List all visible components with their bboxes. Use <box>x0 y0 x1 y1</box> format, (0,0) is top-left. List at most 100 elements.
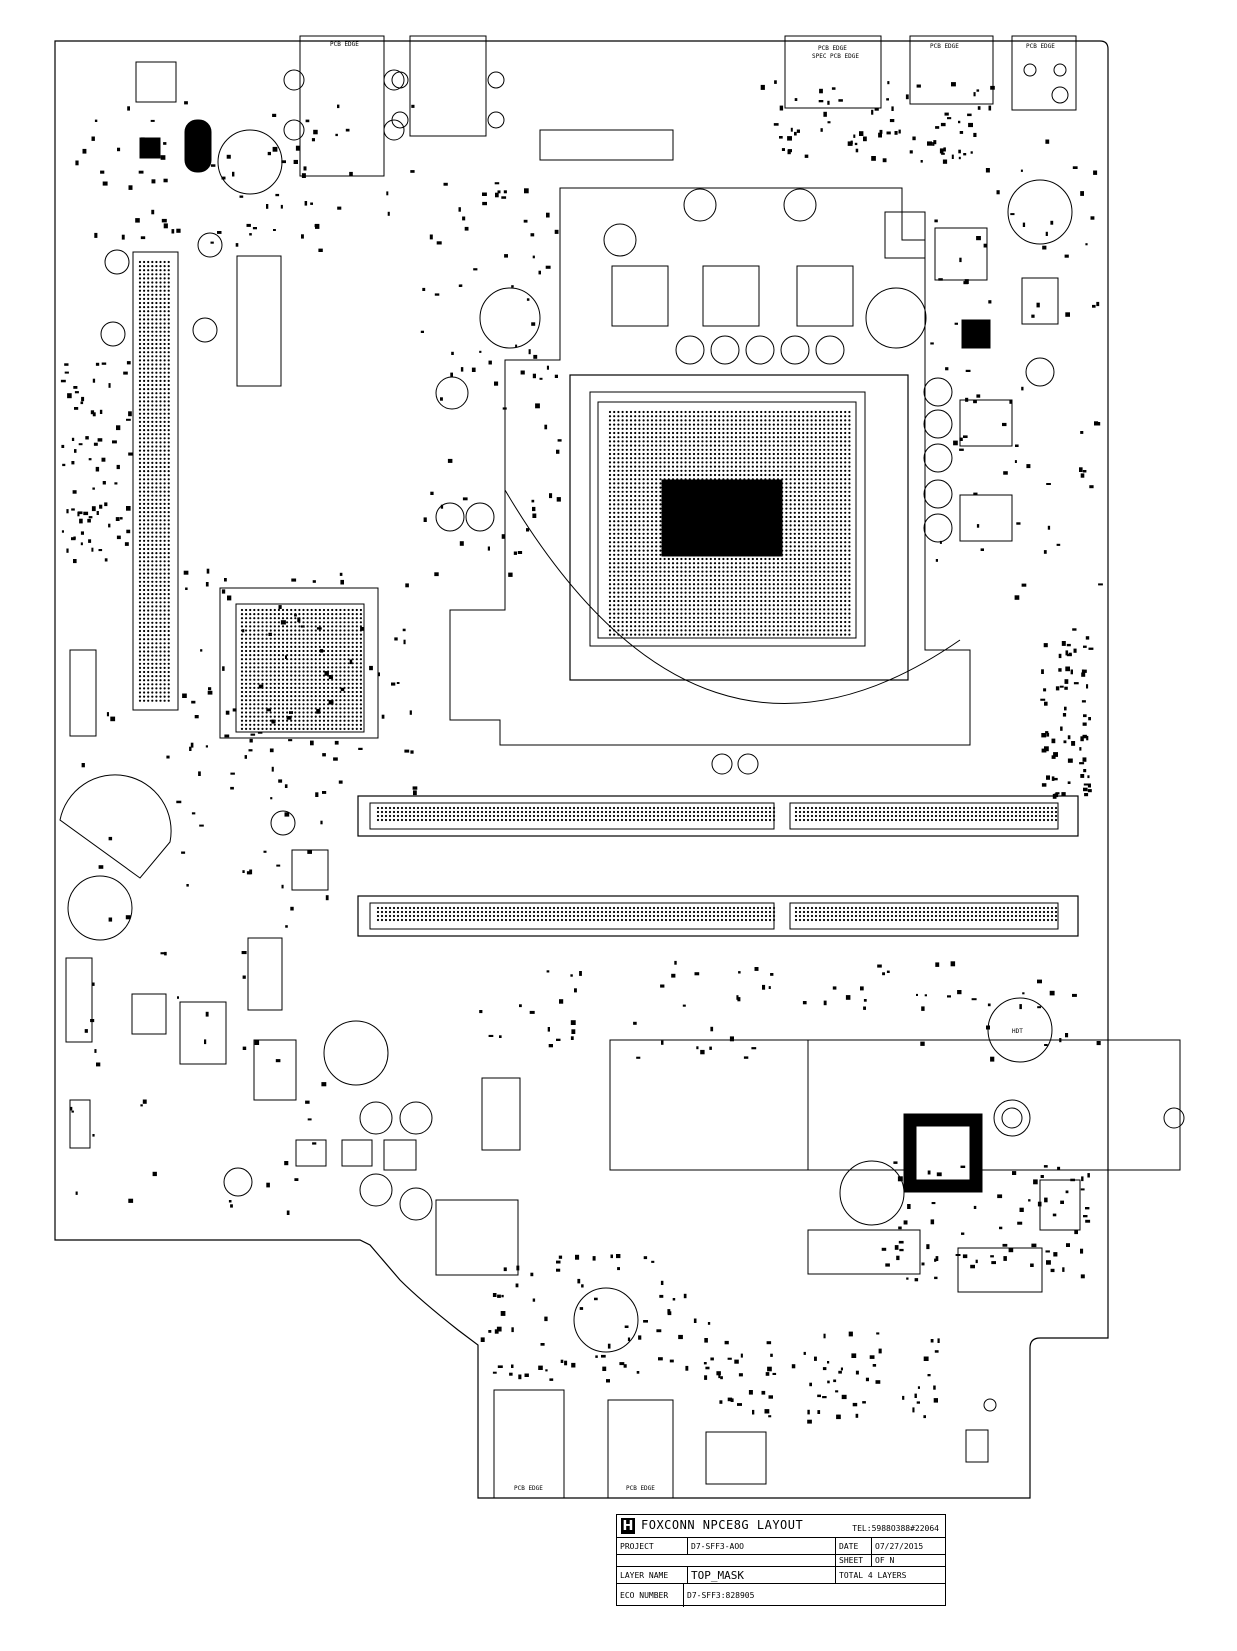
socket-pin <box>734 499 738 502</box>
socket-pin <box>739 431 742 435</box>
socket-pin <box>684 520 687 523</box>
bga-ball <box>249 617 252 620</box>
bga-ball <box>249 662 252 665</box>
smd-pad <box>447 458 453 463</box>
socket-pin <box>692 612 696 615</box>
socket-pin <box>810 511 813 514</box>
socket-pin <box>806 595 809 598</box>
mount-hole-7 <box>573 1287 639 1353</box>
socket-pin <box>621 578 624 582</box>
socket-pin <box>638 532 641 535</box>
bga-ball <box>261 629 264 632</box>
socket-pin <box>629 486 633 489</box>
socket-pin <box>650 541 654 544</box>
socket-pin <box>772 452 775 456</box>
socket-pin <box>718 431 721 435</box>
bga-ball <box>318 629 321 632</box>
socket-pin <box>722 448 725 451</box>
socket-pin <box>764 608 767 611</box>
socket-pin <box>789 461 792 464</box>
socket-pin <box>785 591 788 594</box>
socket-pin <box>789 566 792 569</box>
bga-ball <box>318 695 321 698</box>
bga-ball <box>306 719 309 722</box>
socket-pin <box>743 541 746 544</box>
bga-ball <box>281 727 285 731</box>
socket-pin <box>692 448 696 451</box>
bga-ball <box>277 682 280 685</box>
smd-pad <box>128 411 132 417</box>
socket-pin <box>734 629 738 632</box>
bga-ball <box>261 686 264 690</box>
socket-pin <box>705 620 708 624</box>
smd-pad <box>349 659 353 665</box>
bga-ball <box>281 686 285 690</box>
socket-pin <box>751 536 754 540</box>
socket-pin <box>659 612 662 615</box>
socket-pin <box>797 511 801 514</box>
smd-pad <box>307 849 312 854</box>
socket-pin <box>747 566 750 569</box>
socket-pin <box>806 436 809 439</box>
socket-pin <box>848 410 851 414</box>
socket-pin <box>831 545 834 548</box>
socket-pin <box>655 629 658 632</box>
socket-pin <box>814 507 817 510</box>
socket-pin <box>680 549 683 552</box>
socket-pin <box>802 461 805 464</box>
socket-pin <box>848 612 851 615</box>
smd-pad <box>973 399 977 404</box>
socket-pin <box>776 536 780 540</box>
socket-pin <box>663 595 666 598</box>
bga-ball <box>286 666 289 669</box>
socket-pin <box>739 591 742 594</box>
smd-pad <box>413 790 417 796</box>
socket-pin <box>646 570 649 573</box>
socket-pin <box>667 574 670 577</box>
smd-pad <box>1008 1247 1014 1253</box>
bga-ball <box>277 621 280 624</box>
socket-pin <box>684 515 687 519</box>
bga-ball <box>314 715 317 718</box>
smd-pad <box>460 284 463 287</box>
smd-pad <box>160 155 166 160</box>
bga-ball <box>253 654 256 657</box>
socket-pin <box>848 444 851 447</box>
socket-pin <box>793 461 796 464</box>
bga-ball <box>286 686 289 690</box>
bga-ball <box>240 637 244 640</box>
smd-pad <box>794 98 798 101</box>
bga-ball <box>245 658 248 661</box>
bga-ball <box>302 617 305 620</box>
smd-pad <box>889 119 895 123</box>
socket-pin <box>772 515 775 519</box>
socket-pin <box>760 436 763 439</box>
socket-pin <box>793 440 796 443</box>
socket-pin <box>688 499 691 502</box>
smd-pad <box>267 151 271 156</box>
socket-pin <box>734 511 738 514</box>
socket-pin <box>789 515 792 519</box>
bga-ball <box>322 695 326 698</box>
socket-pin <box>642 515 645 519</box>
socket-pin <box>806 562 809 565</box>
socket-pin <box>768 616 771 619</box>
socket-pin <box>655 486 658 489</box>
socket-pin <box>663 536 666 540</box>
smd-pad <box>916 1401 920 1404</box>
socket-pin <box>697 541 700 544</box>
socket-pin <box>831 541 834 544</box>
socket-pin <box>713 633 717 636</box>
smd-pad <box>951 154 954 159</box>
smd-pad <box>78 443 83 446</box>
socket-pin <box>613 562 616 565</box>
bga-ball <box>290 686 293 690</box>
socket-pin <box>739 427 742 430</box>
smd-pad <box>617 1267 620 1271</box>
socket-pin <box>617 499 620 502</box>
bga-ball <box>273 707 276 710</box>
socket-pin <box>718 444 721 447</box>
socket-pin <box>802 511 805 514</box>
cmos-battery <box>59 774 172 879</box>
bga-ball <box>265 641 268 644</box>
